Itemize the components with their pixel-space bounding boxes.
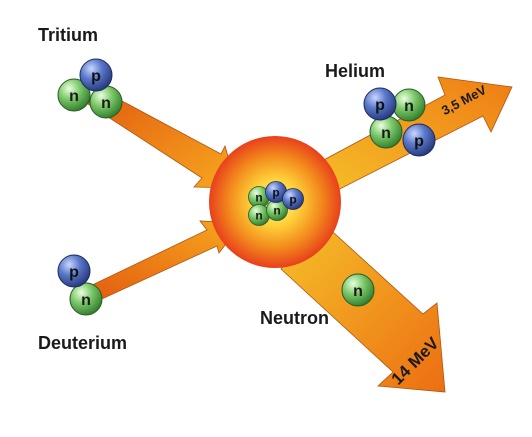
tritium-neutron-1: n [57,78,91,112]
core-proton-2-label: p [289,193,296,207]
core-proton-2: p [282,188,304,210]
deuterium-label: Deuterium [38,333,128,353]
helium-proton-1: p [363,87,397,121]
helium-neutron-1-label: n [404,98,414,115]
free-neutron-label: n [353,283,363,300]
deuterium-neutron: n [69,282,103,316]
tritium-nucleus: n n p [57,58,123,119]
helium-proton-2: p [402,123,436,157]
helium-neutron-2-label: n [381,125,391,142]
deuterium-nucleus: n p [57,254,103,316]
tritium-neutron-2-label: n [101,95,111,112]
tritium-proton: p [79,58,113,92]
deuterium-neutron-label: n [81,292,91,309]
deuterium-proton-label: p [69,264,79,281]
core-neutron-2-label: n [255,209,262,223]
core-neutron-3-label: n [273,204,280,218]
helium-neutron-2: n [369,115,403,149]
core-neutron-2: n [248,204,270,226]
core-proton-1-label: p [272,186,279,200]
helium-proton-2-label: p [414,133,424,150]
central-nucleus: n n n p p [248,181,304,226]
neutron-label: Neutron [260,308,329,328]
helium-proton-1-label: p [375,97,385,114]
tritium-label: Tritium [38,25,99,45]
neutron-arrow [280,222,446,393]
helium-nucleus: n n p p [363,87,436,157]
helium-neutron-1: n [392,88,426,122]
core-neutron-1-label: n [255,191,262,205]
free-neutron: n [341,273,375,307]
helium-label: Helium [325,61,386,81]
deuterium-proton: p [57,254,91,288]
tritium-neutron-1-label: n [69,88,79,105]
tritium-proton-label: p [91,68,101,85]
